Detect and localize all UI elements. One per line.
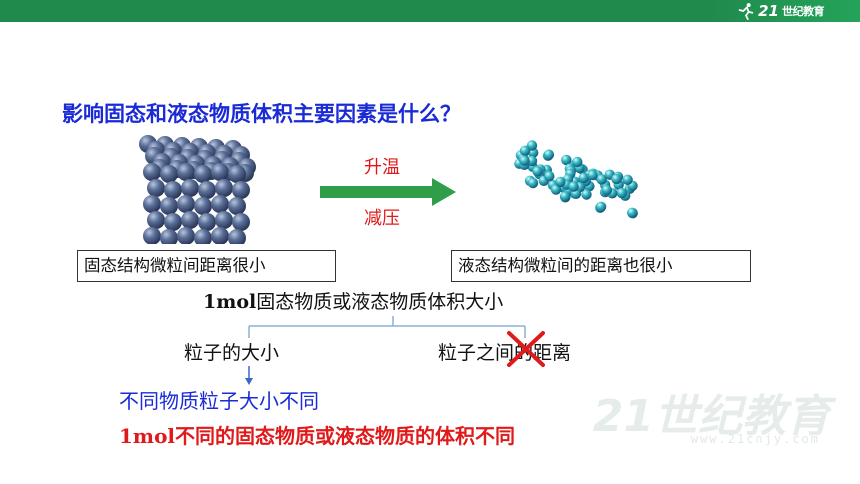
liquid-particle — [559, 191, 571, 202]
solid-particle — [177, 227, 195, 244]
solid-particle — [232, 213, 250, 231]
solid-particle — [143, 195, 161, 213]
liquid-particle — [519, 155, 530, 166]
liquid-particle — [595, 201, 607, 212]
liquid-particle — [601, 184, 613, 196]
conclusion-particle-size: 不同物质粒子大小不同 — [119, 389, 319, 413]
arrow-top-label: 升温 — [364, 157, 400, 178]
solid-particle — [160, 165, 178, 183]
solid-particle — [228, 197, 246, 215]
liquid-particle — [519, 145, 531, 156]
solid-particle — [160, 197, 178, 215]
liquid-particle — [611, 173, 622, 185]
header-bar: 21 世纪教育 — [0, 0, 860, 22]
slide-question: 影响固态和液态物质体积主要因素是什么？ — [62, 102, 461, 126]
liquid-particle — [587, 169, 598, 181]
liquid-particle — [561, 154, 572, 166]
solid-particle — [143, 163, 161, 181]
solid-particle — [211, 163, 229, 181]
solid-particle — [164, 181, 182, 199]
solid-particle — [181, 179, 199, 197]
solid-particle — [147, 179, 165, 197]
solid-particle — [228, 165, 246, 183]
arrow-bottom-label: 减压 — [364, 208, 400, 229]
solid-particle — [232, 181, 250, 199]
liquid-particle — [555, 176, 566, 188]
solid-description-box: 固态结构微粒间距离很小 — [77, 250, 336, 282]
watermark-url: www.21cnjy.com — [690, 432, 820, 446]
liquid-particle — [578, 172, 589, 184]
liquid-particle — [572, 156, 583, 168]
brand-logo: 21 世纪教育 — [737, 1, 825, 21]
solid-particle — [198, 213, 216, 231]
conclusion-rest: 不同的固态物质或液态物质的体积不同 — [175, 424, 516, 448]
logo-number: 21 — [758, 2, 779, 20]
conclusion-volume: 1mol不同的固态物质或液态物质的体积不同 — [119, 420, 515, 449]
liquid-particle — [568, 181, 579, 192]
liquid-particle — [544, 171, 555, 182]
liquid-description-box: 液态结构微粒间的距离也很小 — [451, 250, 751, 282]
runner-icon — [738, 3, 754, 20]
solid-particle — [194, 229, 212, 244]
solid-particle — [228, 229, 246, 244]
branch-particle-size: 粒子的大小 — [184, 342, 280, 364]
liquid-particle — [543, 149, 555, 160]
summary-prefix: 1mol — [203, 291, 257, 313]
solid-particle — [147, 211, 165, 229]
solid-particle — [211, 227, 229, 244]
liquid-particle — [581, 189, 592, 200]
liquid-structure-image — [514, 140, 638, 219]
liquid-particle — [526, 155, 538, 167]
solid-particle — [194, 165, 212, 183]
summary-rest: 固态物质或液态物质体积大小 — [256, 291, 504, 313]
liquid-particle — [616, 187, 627, 199]
solid-particle — [160, 229, 178, 244]
solid-particle — [211, 195, 229, 213]
solid-particle — [194, 197, 212, 215]
solid-particle — [215, 179, 233, 197]
conclusion-prefix: 1mol — [119, 424, 176, 448]
watermark-logo: 21世纪教育 — [592, 391, 830, 442]
cross-mark-icon — [507, 331, 545, 367]
volume-summary: 1mol固态物质或液态物质体积大小 — [203, 287, 503, 314]
solid-particle — [198, 181, 216, 199]
solid-particle — [177, 195, 195, 213]
solid-particle — [143, 227, 161, 244]
solid-particle — [164, 213, 182, 231]
liquid-particle — [627, 207, 638, 218]
liquid-particle — [622, 174, 633, 185]
liquid-particle — [550, 184, 562, 195]
right-arrow-icon — [320, 178, 456, 206]
liquid-particle — [596, 174, 607, 185]
liquid-particle — [532, 166, 543, 177]
solid-particle — [177, 163, 195, 181]
logo-text: 世纪教育 — [782, 5, 825, 18]
solid-structure-image — [139, 135, 256, 244]
solid-particle — [215, 211, 233, 229]
liquid-particle — [527, 177, 539, 189]
solid-particle — [181, 211, 199, 229]
